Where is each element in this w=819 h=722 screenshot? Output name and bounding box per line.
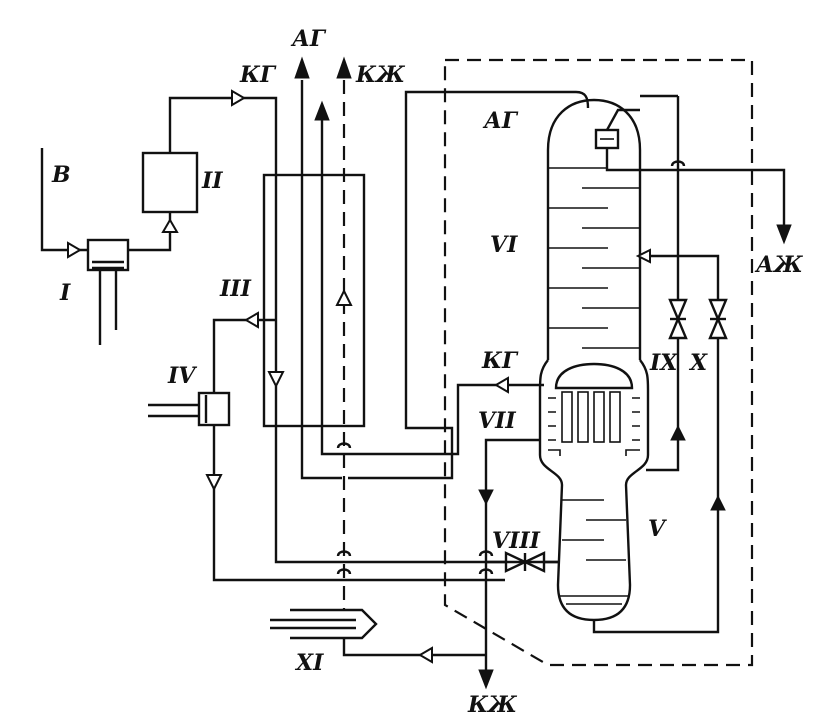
upper-column-trays (548, 167, 640, 349)
arrow-reflux (635, 248, 651, 264)
arrow-kzh-top (336, 56, 352, 79)
valve-VIII (504, 551, 546, 573)
heat-exchanger-III (262, 173, 366, 428)
label-valve-X: X (688, 350, 708, 376)
kg-return-line (320, 120, 544, 456)
arrow-kzh-bottom (478, 669, 494, 690)
arrow-ag-top (294, 56, 310, 79)
unit-XI (270, 608, 378, 640)
line-to-expander (212, 318, 276, 393)
kzh-lower-line (484, 438, 540, 680)
arrow-kzh-vert (478, 489, 494, 506)
label-unit-XI: XI (294, 650, 324, 676)
arrow-air-inlet (67, 241, 82, 259)
cold-box-boundary (443, 58, 754, 667)
arrow-expander-branch (244, 311, 259, 329)
label-heat-exchanger: III (219, 276, 252, 302)
label-expander: IV (167, 363, 197, 389)
label-upper-column: VI (490, 232, 518, 258)
unit-II-box (141, 151, 199, 214)
arrow-to-II (161, 218, 179, 233)
arrow-top-line (231, 89, 246, 107)
label-kg-mid: КГ (481, 348, 519, 374)
expander-outlet-line (212, 425, 505, 582)
line-crossings (336, 160, 686, 575)
label-lower-column: V (648, 516, 667, 542)
label-valve-VIII: VIII (492, 528, 541, 554)
lower-column-trays (562, 499, 626, 561)
arrow-kzh-inner (335, 288, 353, 306)
label-kzh-bottom: КЖ (467, 692, 518, 718)
reflux-line-IX (640, 94, 680, 472)
top-separator (594, 108, 640, 150)
ag-outlet-line (300, 80, 342, 480)
arrow-expander-down (205, 474, 223, 492)
label-unit-II: II (201, 168, 223, 194)
reflux-line-X (592, 254, 720, 634)
distillation-column (538, 98, 650, 622)
label-compressor: I (59, 280, 71, 306)
arrow-azh (776, 224, 792, 245)
label-valve-IX: IX (649, 350, 678, 376)
arrow-kg-mid (494, 376, 509, 394)
arrow-X-up (710, 494, 726, 511)
compressor-I (86, 238, 130, 345)
line-II-to-exchanger (168, 96, 278, 372)
valve-X (708, 298, 728, 340)
arrow-kg-inner (314, 100, 330, 121)
line-exchanger-to-column (274, 426, 558, 564)
label-ag-column: АГ (482, 108, 519, 134)
arrow-exchanger-down (267, 371, 285, 389)
label-ag-top: АГ (290, 26, 327, 52)
expander-IV (148, 391, 231, 427)
arrow-to-XI (418, 646, 433, 664)
azh-outlet-line (605, 148, 786, 225)
line-XI-return (342, 638, 486, 657)
condenser-VII (548, 362, 640, 456)
label-air-in: В (51, 162, 71, 188)
arrow-IX-up (670, 424, 686, 441)
label-kg-top: КГ (239, 62, 277, 88)
label-azh-out: АЖ (754, 252, 804, 278)
label-condenser: VII (478, 408, 516, 434)
valve-IX (668, 298, 688, 340)
label-kzh-top: КЖ (355, 62, 406, 88)
